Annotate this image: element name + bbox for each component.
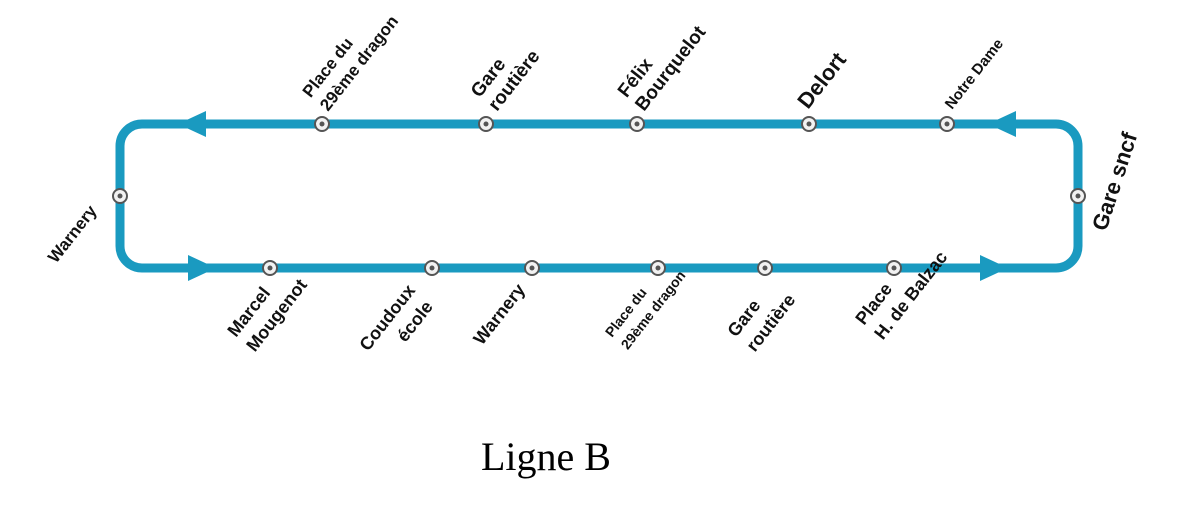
stop-label-top: Gare routière	[467, 33, 544, 115]
stop-marker-top-center	[806, 121, 812, 127]
stop-label-line: Warnery	[469, 280, 529, 349]
direction-arrow-right	[188, 255, 216, 281]
stop-label-top: Delort	[792, 47, 851, 113]
stop-marker-bottom-center	[891, 265, 897, 271]
stop-label-bottom: Place H. de Balzac	[851, 233, 951, 344]
stop-marker-top-center	[319, 121, 325, 127]
stop-label-bottom: Coudoux école	[355, 277, 441, 370]
stop-markers	[112, 116, 1086, 276]
stop-label-top: Notre Dame	[942, 36, 1007, 113]
stop-label-line: Gare sncf	[1087, 129, 1142, 234]
stop-label-line: Notre Dame	[942, 36, 1007, 113]
stop-marker-bottom-center	[267, 265, 273, 271]
direction-arrow-left	[988, 111, 1016, 137]
stop-label-line: Delort	[792, 47, 851, 113]
direction-arrow-right	[980, 255, 1008, 281]
stop-label-left: Warnery	[44, 201, 101, 266]
stop-marker-top-center	[634, 121, 640, 127]
stop-marker-left-center	[117, 193, 123, 199]
stop-label-top: Félix Bourquelot	[614, 8, 711, 115]
stop-label-right: Gare sncf	[1087, 129, 1142, 234]
stop-label-line: Warnery	[44, 201, 101, 266]
stop-marker-bottom-center	[429, 265, 435, 271]
stop-marker-right-center	[1075, 193, 1081, 199]
stop-label-bottom: Gare routière	[723, 275, 799, 355]
line-title: Ligne B	[481, 434, 611, 479]
stop-marker-bottom-center	[529, 265, 535, 271]
direction-arrow-left	[178, 111, 206, 137]
stop-label-top: Place du 29ème dragon	[299, 0, 402, 114]
stop-marker-top-center	[483, 121, 489, 127]
stop-label-bottom: Warnery	[469, 280, 529, 349]
route-loop	[115, 119, 1083, 273]
stop-marker-bottom-center	[762, 265, 768, 271]
stop-marker-bottom-center	[655, 265, 661, 271]
stop-marker-top-center	[944, 121, 950, 127]
